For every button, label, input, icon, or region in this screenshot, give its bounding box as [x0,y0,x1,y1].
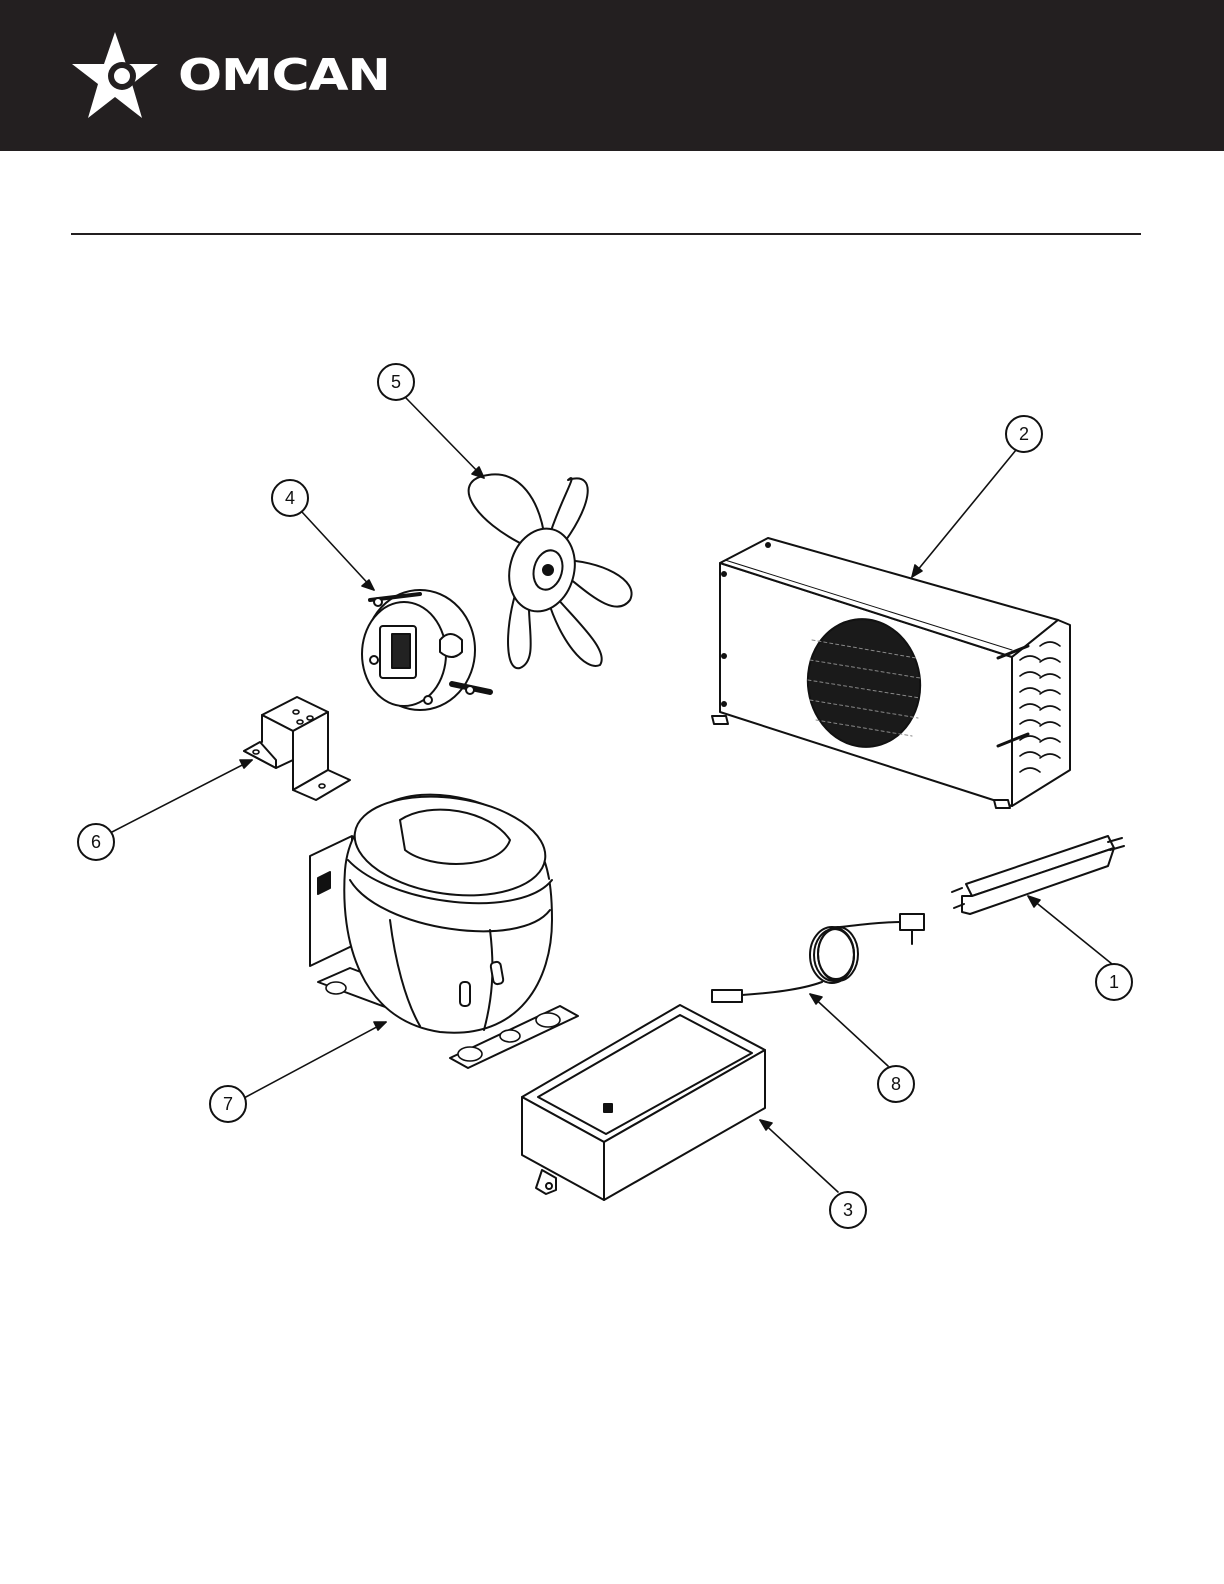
callout-1: 1 [1096,964,1132,1000]
callout-1-label: 1 [1109,972,1119,992]
fan-blade-drawing [469,474,632,668]
callout-6-label: 6 [91,832,101,852]
callout-7-label: 7 [223,1094,233,1114]
callout-2: 2 [1006,416,1042,452]
callout-4: 4 [272,480,308,516]
callout-8: 8 [878,1066,914,1102]
callout-8-label: 8 [891,1074,901,1094]
callout-4-label: 4 [285,488,295,508]
power-cord-drawing [712,914,924,1002]
motor-bracket-drawing [244,697,350,800]
callout-7: 7 [210,1086,246,1122]
callout-5-label: 5 [391,372,401,392]
callout-5: 5 [378,364,414,400]
condenser-drawing [712,538,1070,808]
callout-3-label: 3 [843,1200,853,1220]
callout-3: 3 [830,1192,866,1228]
drain-pan-drawing [522,1005,765,1200]
callout-2-label: 2 [1019,424,1029,444]
compressor-drawing [310,785,578,1068]
callout-6: 6 [78,824,114,860]
fan-motor-drawing [362,590,490,710]
